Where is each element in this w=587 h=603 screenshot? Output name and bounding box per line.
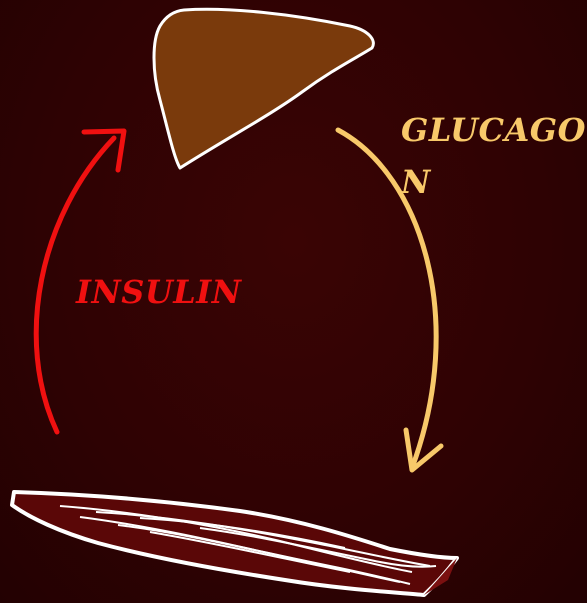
glucagon-label: GLUCAGON [401,104,587,208]
insulin-label: INSULIN [76,272,241,312]
liver-icon [154,9,373,168]
muscle-icon [12,492,457,595]
